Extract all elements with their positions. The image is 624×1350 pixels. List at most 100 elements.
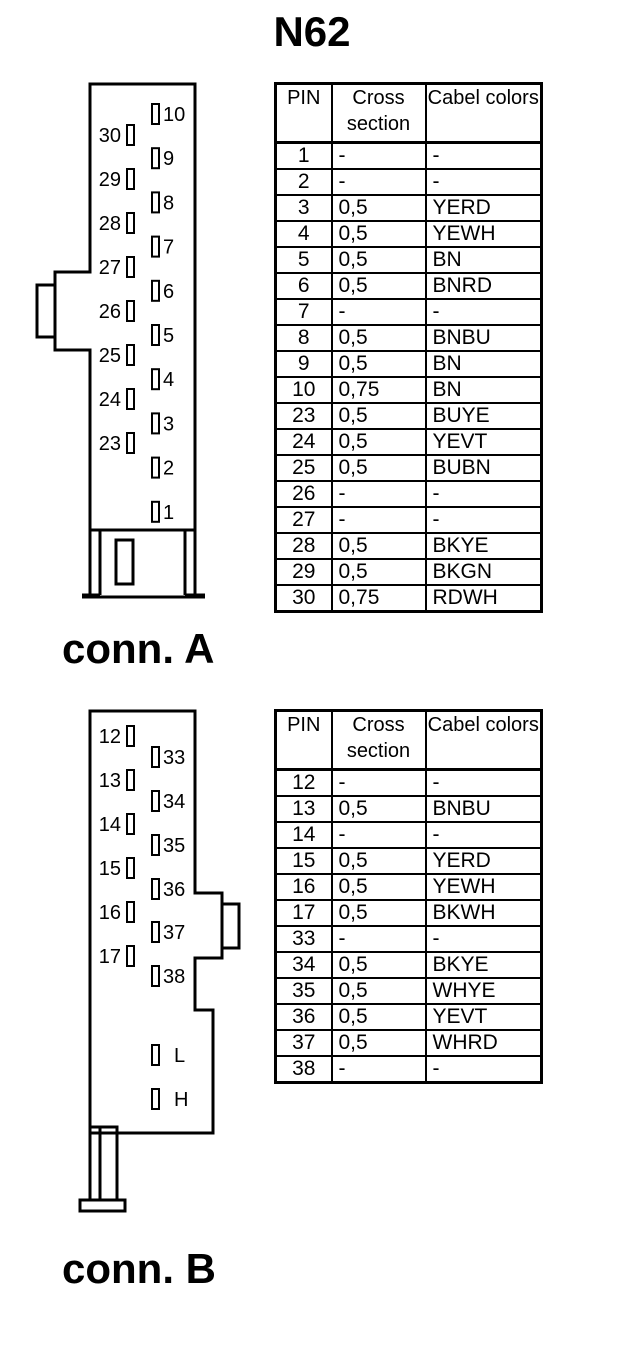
pin-cell: 2: [274, 168, 333, 196]
pin-label: 5: [163, 325, 174, 347]
cross-section-cell: 0,5: [330, 558, 427, 586]
cross-section-cell: -: [330, 141, 427, 170]
table-row: 26--: [274, 480, 543, 508]
cable-color-cell: BN: [424, 350, 543, 378]
pin-contact: [151, 191, 160, 214]
pin-cell: 7: [274, 298, 333, 326]
cross-section-cell: 0,5: [330, 847, 427, 875]
cable-color-cell: -: [424, 821, 543, 849]
cable-color-cell: BNBU: [424, 324, 543, 352]
table-row: 14--: [274, 821, 543, 849]
cross-section-cell: 0,5: [330, 220, 427, 248]
pin-label: 8: [163, 192, 174, 214]
cable-color-cell: BNBU: [424, 795, 543, 823]
pin-label: H: [174, 1089, 188, 1111]
pin-label: 13: [99, 770, 121, 792]
cross-section-cell: 0,5: [330, 402, 427, 430]
pin-cell: 14: [274, 821, 333, 849]
cross-section-cell: -: [330, 925, 427, 953]
pin-cell: 5: [274, 246, 333, 274]
table-row: 38--: [274, 1055, 543, 1084]
pin-cell: 26: [274, 480, 333, 508]
pin-label: 12: [99, 726, 121, 748]
pin-label: 36: [163, 879, 185, 901]
table-row: 27--: [274, 506, 543, 534]
cross-section-cell: 0,5: [330, 1029, 427, 1057]
pin-contact: [126, 256, 135, 278]
pin-contact: [151, 368, 160, 391]
cross-section-cell: 0,5: [330, 795, 427, 823]
pin-contact: [151, 147, 160, 170]
pin-label: 17: [99, 946, 121, 968]
pin-cell: 15: [274, 847, 333, 875]
pin-contact: [126, 124, 135, 146]
header-pin: PIN: [274, 82, 333, 144]
cross-section-cell: 0,75: [330, 376, 427, 404]
pin-contact: [126, 725, 135, 747]
cross-section-cell: 0,5: [330, 194, 427, 222]
pin-label: 35: [163, 835, 185, 857]
pin-cell: 13: [274, 795, 333, 823]
cross-section-cell: 0,5: [330, 899, 427, 927]
pin-contact: [126, 168, 135, 190]
pin-cell: 8: [274, 324, 333, 352]
cable-color-cell: -: [424, 480, 543, 508]
pin-cell: 3: [274, 194, 333, 222]
pin-cell: 30: [274, 584, 333, 613]
cable-color-cell: BN: [424, 376, 543, 404]
pin-label: 25: [99, 345, 121, 367]
pin-contact: [151, 500, 160, 523]
pin-label: 23: [99, 433, 121, 455]
table-row: 7--: [274, 298, 543, 326]
cable-color-cell: -: [424, 168, 543, 196]
pin-contact: [126, 813, 135, 835]
pin-contact: [126, 945, 135, 967]
pin-label: 37: [163, 922, 185, 944]
cross-section-cell: 0,5: [330, 454, 427, 482]
cable-color-cell: BKYE: [424, 951, 543, 979]
cross-section-cell: 0,5: [330, 873, 427, 901]
pin-contact: [151, 235, 160, 258]
cross-section-cell: 0,5: [330, 951, 427, 979]
pin-label: 6: [163, 281, 174, 303]
pin-cell: 6: [274, 272, 333, 300]
pin-contact: [151, 965, 160, 987]
connector-b-label: conn. B: [62, 1245, 216, 1292]
cable-color-cell: RDWH: [424, 584, 543, 613]
pin-label: 34: [163, 791, 185, 813]
pin-cell: 28: [274, 532, 333, 560]
pin-label: 7: [163, 237, 174, 259]
cable-color-cell: BUYE: [424, 402, 543, 430]
pin-label: 16: [99, 902, 121, 924]
cross-section-cell: 0,5: [330, 350, 427, 378]
cable-color-cell: -: [424, 506, 543, 534]
cable-color-cell: WHRD: [424, 1029, 543, 1057]
pin-label: L: [174, 1045, 185, 1067]
pin-contact: [151, 103, 160, 125]
header-cross-section: Cross section: [330, 709, 427, 771]
cross-section-cell: 0,5: [330, 428, 427, 456]
cross-section-cell: 0,5: [330, 272, 427, 300]
cable-color-cell: BUBN: [424, 454, 543, 482]
pin-contact: [151, 1044, 160, 1066]
cross-section-cell: 0,5: [330, 324, 427, 352]
pin-label: 15: [99, 858, 121, 880]
cross-section-cell: -: [330, 168, 427, 196]
